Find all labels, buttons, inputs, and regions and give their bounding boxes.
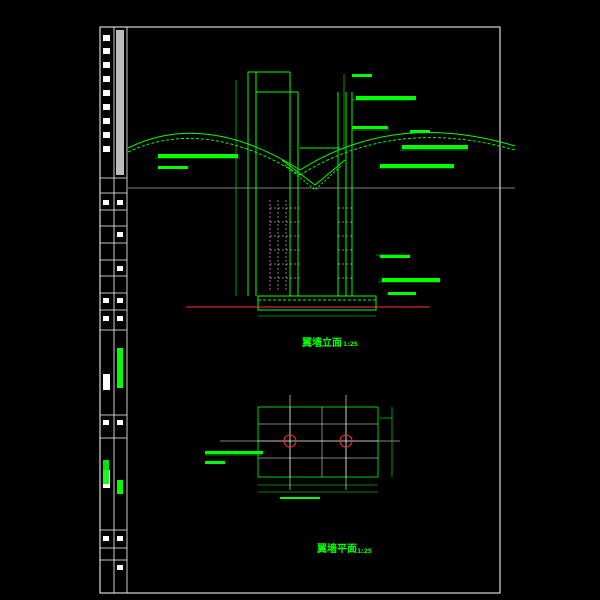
elevation-annotations (155, 99, 468, 283)
plan-pile-left (283, 434, 297, 448)
elevation-annotation-marks (158, 74, 468, 295)
plan-scale: 1:25 (357, 548, 372, 555)
plan-view (205, 395, 400, 493)
plan-annotation-marks (205, 451, 320, 499)
elevation-view (127, 71, 516, 317)
title-block-green-marks (103, 348, 123, 494)
elevation-scale: 1:25 (343, 341, 358, 348)
plan-pile-right (339, 434, 353, 448)
title-block (100, 27, 128, 593)
plan-title: 翼墙平面 (317, 544, 357, 555)
elevation-title: 翼墙立面 (302, 338, 342, 349)
